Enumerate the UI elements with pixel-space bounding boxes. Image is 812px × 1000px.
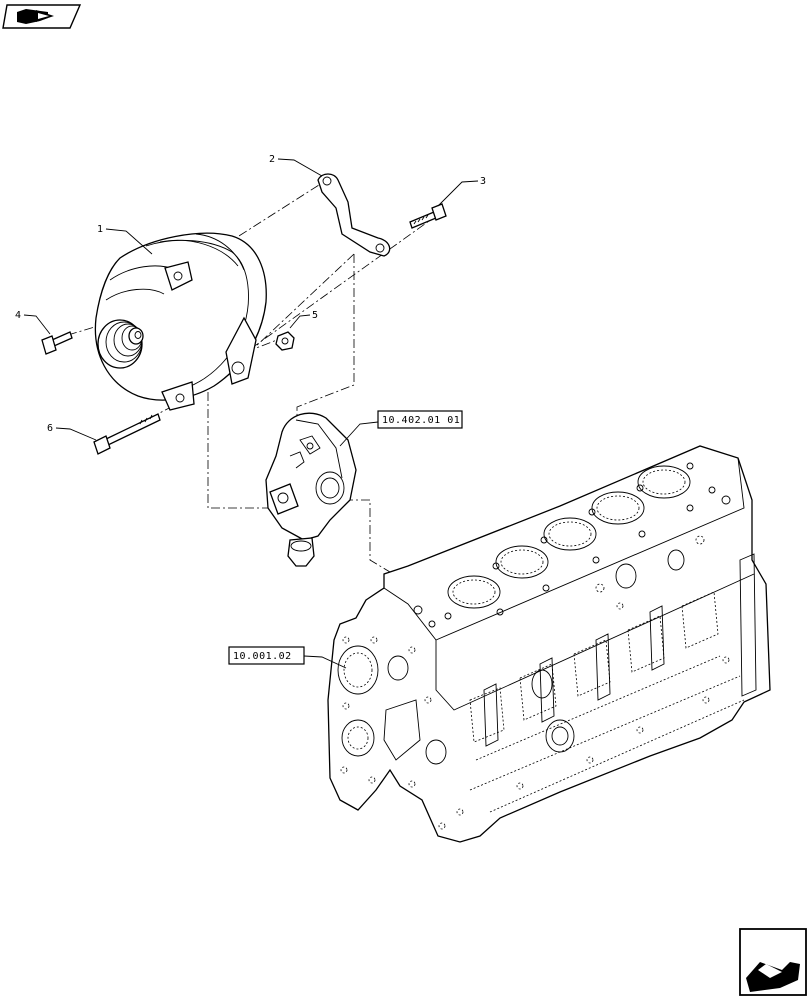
- callout-leaders: [23, 158, 479, 669]
- reference-link-upper[interactable]: 10.402.01 01: [377, 410, 463, 429]
- water-pump-housing: [265, 412, 357, 567]
- callout-2: 2: [269, 154, 275, 165]
- callout-1: 1: [97, 224, 103, 235]
- callout-6: 6: [47, 423, 53, 434]
- bolt-6: [93, 413, 161, 455]
- nut-5: [275, 331, 295, 351]
- reference-link-lower[interactable]: 10.001.02: [228, 646, 305, 665]
- callout-5: 5: [312, 310, 318, 321]
- engine-block: [327, 445, 771, 843]
- bolt-3: [409, 203, 447, 229]
- callout-3: 3: [480, 176, 486, 187]
- reference-lower-label: 10.001.02: [233, 651, 292, 662]
- alternator: [94, 232, 267, 411]
- alternator-bracket: [317, 173, 391, 257]
- reference-upper-label: 10.402.01 01: [382, 415, 460, 426]
- book-arrow-icon[interactable]: [2, 4, 82, 29]
- arrow-next-page-icon[interactable]: [739, 928, 807, 996]
- bolt-4: [41, 331, 73, 355]
- callout-4: 4: [15, 310, 21, 321]
